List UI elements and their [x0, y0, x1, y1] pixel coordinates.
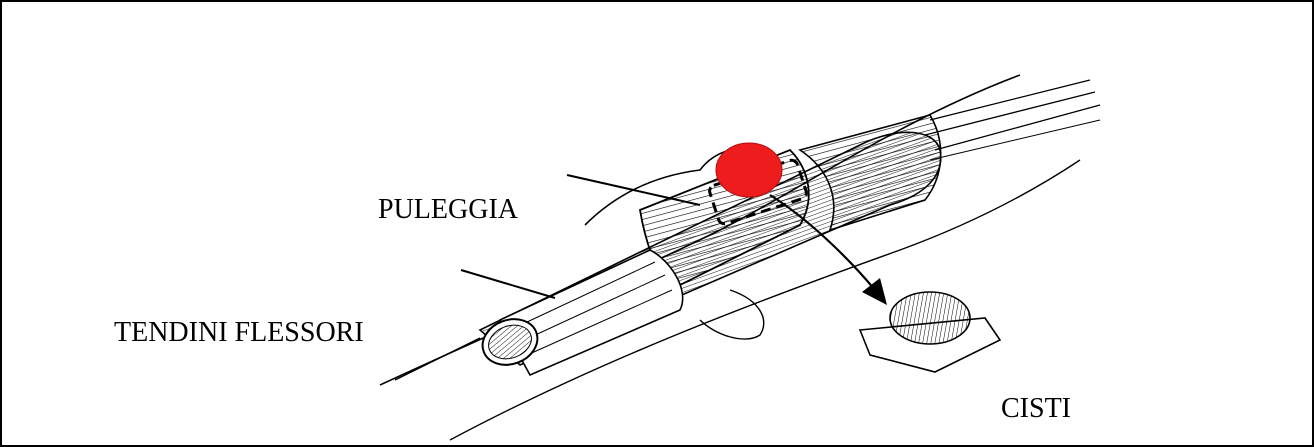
distal-tendon-strands	[925, 80, 1100, 160]
flexor-tendons-label: TENDINI FLESSORI	[114, 319, 364, 347]
cyst-arrow-head	[862, 278, 887, 305]
cyst-marker	[716, 143, 782, 197]
palm-outline	[700, 290, 764, 339]
cyst-detail-dome	[890, 292, 970, 344]
cyst-label: CISTI	[1001, 395, 1071, 423]
pulley-leader-line	[567, 175, 700, 205]
tendon-leader-line	[461, 270, 555, 298]
tendon-lower-line	[395, 338, 480, 380]
pulley-label: PULEGGIA	[378, 196, 518, 224]
